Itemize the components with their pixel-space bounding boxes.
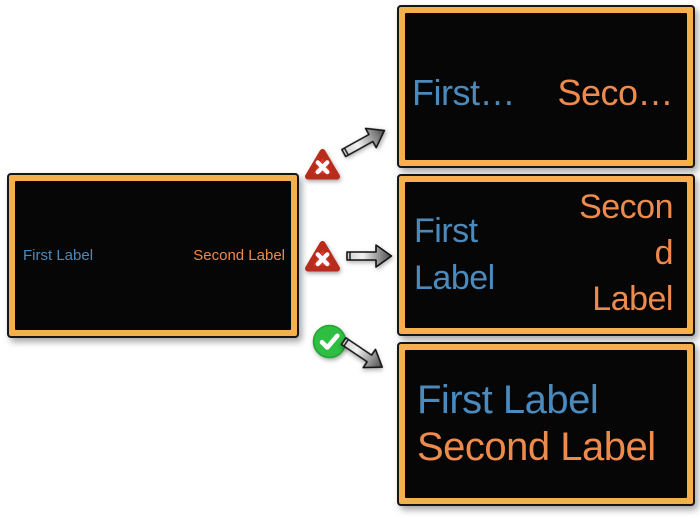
arrow-right-icon [345,243,393,269]
wrapped-first-label-line: Label [414,259,495,297]
x-triangle-icon [304,240,341,273]
source-first-label: First Label [23,247,94,264]
result-screen-truncated: First… Seco… [397,5,695,168]
result-screen-wrapped: First Label Secon d Label [397,174,695,336]
wrapped-second-label-line: Secon [579,188,673,226]
wrapped-first-label: First Label [414,208,495,302]
wrapped-first-label-line: First [414,212,478,250]
arrow-right-icon [336,118,392,165]
source-second-label: Second Label [193,247,285,264]
stacked-first-label: First Label [417,378,599,422]
wrapped-second-label-line: Label [592,280,673,318]
stacked-screen-content: First Label Second Label [405,350,687,498]
x-triangle-icon [304,148,341,181]
source-screen-content: First Label Second Label [15,181,291,330]
truncated-screen-content: First… Seco… [405,13,687,160]
result-screen-stacked: First Label Second Label [397,342,695,506]
truncated-second-label: Seco… [557,71,673,113]
arrow-right-icon [335,329,391,379]
wrapped-second-label: Secon d Label [579,182,673,328]
truncated-first-label: First… [412,71,515,113]
source-screen: First Label Second Label [7,173,299,338]
wrapped-second-label-line: d [654,234,674,272]
stacked-second-label: Second Label [417,425,656,469]
wrapped-screen-content: First Label Secon d Label [405,182,687,328]
